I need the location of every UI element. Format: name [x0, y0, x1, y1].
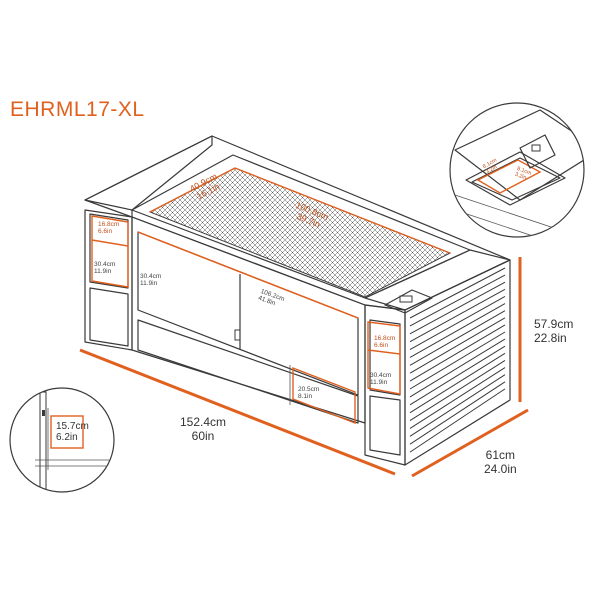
louver-slat: [409, 374, 506, 437]
right-end-block: [364, 304, 406, 466]
lid-detail: [449, 102, 585, 238]
louver-slat: [409, 338, 506, 398]
ignition-box: [384, 289, 433, 314]
louver-slat: [409, 360, 506, 421]
louver-slat: [409, 281, 506, 335]
right-side-louvers: [404, 259, 511, 466]
model-number: EHRML17-XL: [10, 98, 145, 121]
louver-slat: [409, 317, 506, 374]
louver-slat: [409, 288, 506, 343]
louver-slat: [409, 381, 506, 445]
louver-slat: [409, 352, 506, 414]
louver-slat: [409, 331, 506, 390]
annotation-boxes: [91, 167, 451, 425]
louver-slat: [409, 296, 506, 350]
louver-slat: [409, 303, 506, 358]
louver-slat: [409, 388, 506, 453]
louver-slat: [409, 367, 506, 429]
dimension-lines: [79, 257, 529, 478]
louver-slat: [409, 345, 506, 406]
burner-mesh: [148, 167, 452, 298]
louver-slat: [409, 324, 506, 382]
louver-slat: [409, 274, 506, 327]
louver-slat: [409, 267, 506, 319]
edge-detail: [9, 387, 115, 493]
louver-slat: [409, 310, 506, 366]
